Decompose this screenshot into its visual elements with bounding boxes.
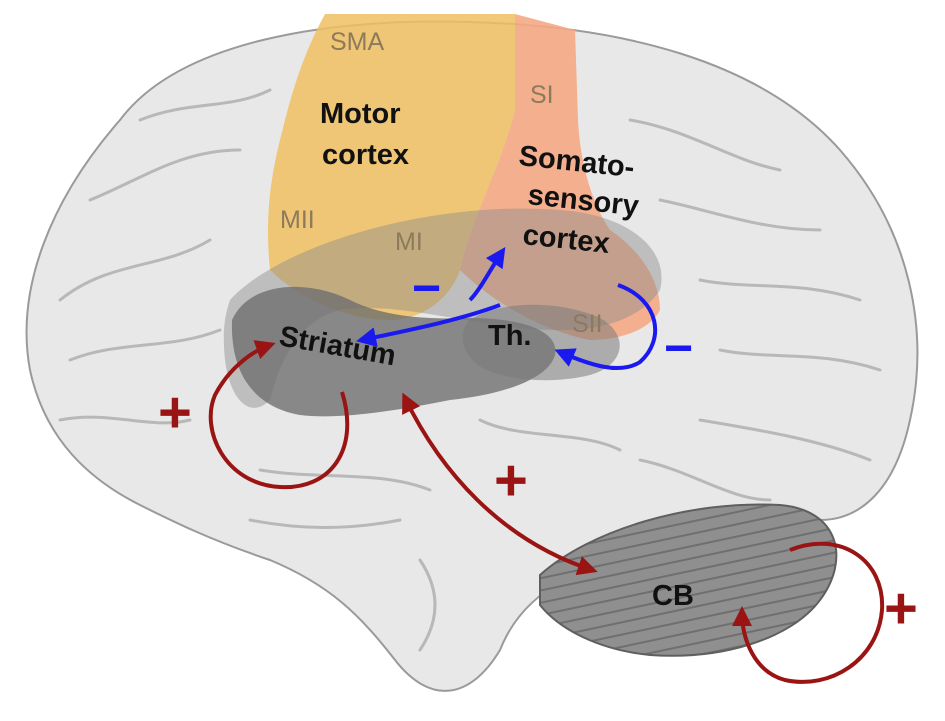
si-label: SI [530, 81, 554, 109]
mii-label: MII [280, 206, 315, 234]
brain-sulci [58, 88, 882, 652]
arrow-cortex-to-striatum [356, 303, 501, 347]
arrow-striatum-self-loop [208, 340, 350, 490]
minus-sign-thalamus: − [664, 320, 693, 376]
cerebellum-region [539, 503, 838, 657]
plus-sign-pathway: + [494, 448, 528, 513]
arrow-cortex-loop-to-thalamus [554, 283, 658, 371]
motor-cortex-label-line1: Motor [320, 98, 401, 130]
plus-sign-cerebellum: + [884, 576, 918, 641]
motor-cortex-region [268, 14, 515, 320]
sma-label: SMA [330, 28, 385, 56]
sii-label: SII [572, 310, 603, 338]
thalamus-label: Th. [488, 320, 532, 352]
basal-ganglia-band [223, 208, 662, 408]
motor-cortex-label-line2: cortex [322, 139, 409, 171]
arrow-striatum-to-cortex [468, 247, 506, 302]
arrow-cerebellum-self-loop [732, 541, 885, 684]
plus-sign-striatum: + [158, 380, 192, 445]
somatosensory-cortex-region [460, 14, 660, 340]
minus-sign-cortex: − [412, 260, 441, 316]
arrow-striatum-cerebellum [402, 392, 598, 576]
mi-label: MI [395, 228, 423, 256]
cerebellum-label: CB [652, 580, 694, 612]
